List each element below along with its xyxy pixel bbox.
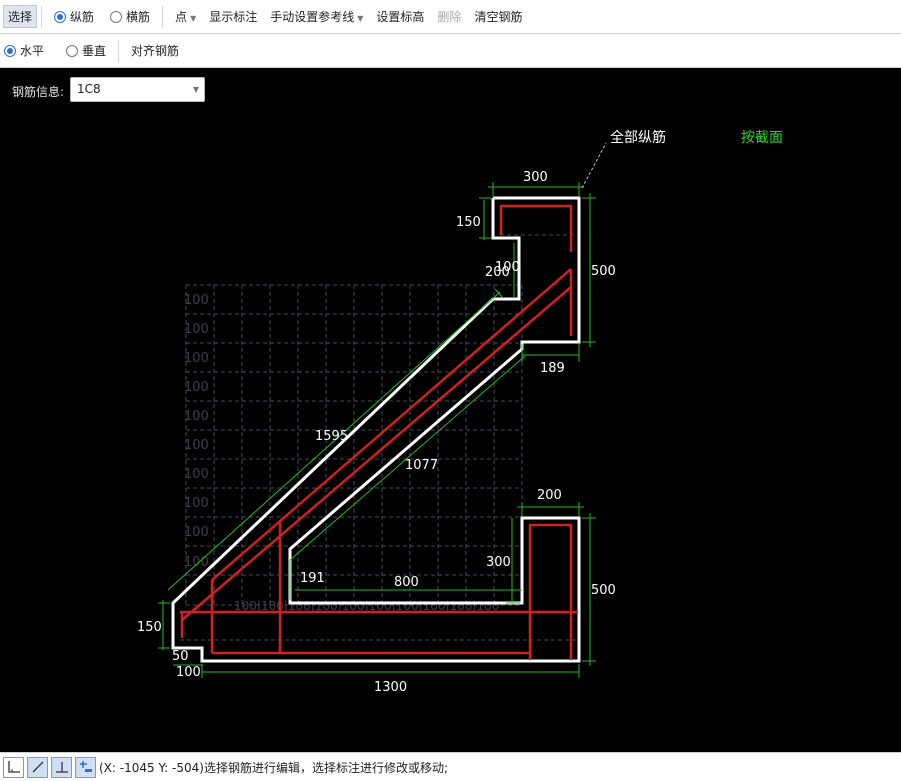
corner-icon[interactable] — [3, 756, 24, 778]
dim-label: 150 — [137, 620, 162, 635]
grid-label: 100 — [184, 496, 209, 511]
rebar-info-value: 1C8 — [77, 82, 101, 96]
radio-off-icon — [110, 10, 123, 23]
rebar-info-select[interactable]: 1C8 ▼ — [70, 77, 205, 102]
dim-label: 1300 — [374, 680, 407, 695]
point-dropdown[interactable]: 点▼ — [170, 5, 201, 28]
show-dim-button[interactable]: 显示标注 — [209, 10, 258, 24]
grid-label: 100 — [184, 525, 209, 540]
grid-label: 100 — [184, 322, 209, 337]
align-rebar-button[interactable]: 对齐钢筋 — [131, 44, 180, 58]
rebar-group — [180, 204, 578, 660]
rebar-diagonal — [211, 268, 572, 581]
dim-label: 1077 — [405, 458, 438, 473]
status-text: (X: -1045 Y: -504)选择钢筋进行编辑，选择标注进行修改或移动; — [99, 760, 448, 775]
dim-label: 300 — [486, 555, 511, 570]
all-longitudinal-label[interactable]: 全部纵筋 — [610, 129, 666, 146]
diagonal-icon[interactable] — [27, 756, 48, 778]
grid-label: 100 — [184, 438, 209, 453]
add-dim-icon[interactable] — [75, 756, 96, 778]
longitudinal-label: 纵筋 — [70, 10, 95, 24]
delete-button[interactable]: 删除 — [437, 10, 462, 24]
dim-label: 200 — [537, 488, 562, 503]
grid-label: 100 — [184, 409, 209, 424]
grid-label: 100 — [184, 351, 209, 366]
longitudinal-radio[interactable]: 纵筋 — [54, 8, 94, 25]
clear-rebar-button[interactable]: 清空钢筋 — [474, 10, 523, 24]
chevron-down-icon: ▼ — [192, 85, 199, 94]
transverse-label: 横筋 — [126, 10, 151, 24]
leader-line — [581, 142, 607, 189]
dimension-labels: 300 150 100 200 500 189 1595 1077 200 30… — [137, 170, 616, 695]
section-outline — [171, 196, 581, 663]
perpendicular-icon[interactable] — [51, 756, 72, 778]
by-section-label[interactable]: 按截面 — [741, 130, 783, 146]
dim-label: 800 — [394, 575, 419, 590]
vertical-radio[interactable]: 垂直 — [66, 42, 106, 59]
separator — [118, 39, 120, 62]
chevron-down-icon: ▼ — [190, 14, 197, 23]
dim-label: 100 — [495, 260, 520, 275]
grid-label: 100 — [184, 293, 209, 308]
dim-label: 300 — [523, 170, 548, 185]
dim-label: 200 — [485, 265, 510, 280]
horizontal-radio[interactable]: 水平 — [4, 42, 44, 59]
grid-label: 100 — [184, 380, 209, 395]
dim-label: 500 — [591, 264, 616, 279]
rebar-diagonal — [181, 286, 572, 621]
rebar-right-stirrup — [528, 523, 573, 660]
manual-ref-dropdown[interactable]: 手动设置参考线▼ — [265, 5, 368, 28]
dim-label: 100 — [176, 665, 201, 680]
reference-grid — [180, 234, 578, 641]
vertical-label: 垂直 — [82, 44, 107, 58]
status-bar: (X: -1045 Y: -504)选择钢筋进行编辑，选择标注进行修改或移动; — [0, 752, 901, 781]
radio-off-icon — [66, 44, 79, 57]
radio-on-icon — [54, 10, 67, 23]
dim-label: 189 — [540, 361, 565, 376]
dim-label: 150 — [456, 215, 481, 230]
point-label: 点 — [175, 10, 188, 24]
chevron-down-icon: ▼ — [357, 14, 364, 23]
grid-labels: 100 100 100 100 100 100 100 100 100 100 … — [184, 293, 499, 613]
dim-label: 50 — [172, 649, 189, 664]
separator — [162, 5, 164, 28]
manual-ref-label: 手动设置参考线 — [270, 10, 355, 24]
transverse-radio[interactable]: 横筋 — [110, 8, 150, 25]
rebar-info-label: 钢筋信息: — [12, 85, 65, 99]
radio-on-icon — [4, 44, 16, 57]
horizontal-label: 水平 — [20, 44, 45, 58]
set-elevation-button[interactable]: 设置标高 — [376, 10, 425, 24]
select-button[interactable]: 选择 — [3, 5, 38, 28]
dim-label: 500 — [591, 583, 616, 598]
dim-label: 1595 — [315, 429, 348, 444]
grid-label: 100 — [184, 467, 209, 482]
toolbar-secondary: 水平 垂直 对齐钢筋 — [0, 34, 901, 68]
dim-label: 191 — [300, 571, 325, 586]
toolbar-main: 选择 纵筋 横筋 点▼ 显示标注 手动设置参考线▼ 设置标高 删除 清空钢筋 — [0, 0, 901, 34]
separator — [41, 5, 43, 28]
rebar-top-hook — [499, 204, 573, 252]
dimension-lines — [158, 182, 596, 678]
